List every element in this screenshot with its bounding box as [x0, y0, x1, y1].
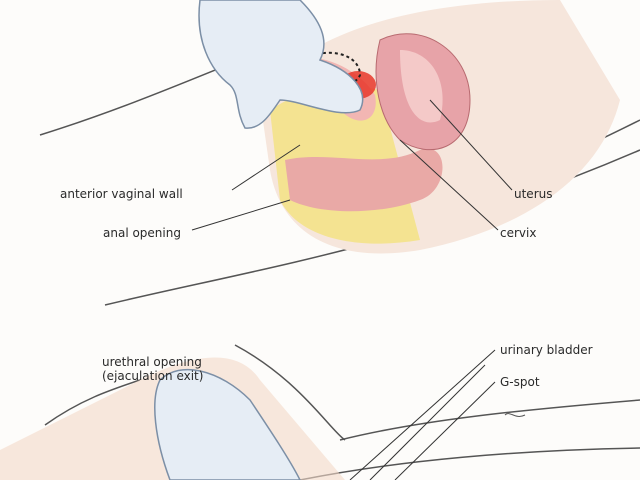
label-g-spot: G-spot — [500, 375, 540, 389]
rectum — [285, 148, 443, 212]
label-cervix: cervix — [500, 226, 537, 240]
label-uterus: uterus — [514, 187, 553, 201]
label-urethral-opening: urethral opening — [102, 355, 202, 369]
body-outline-bottom — [44, 344, 640, 480]
leader-lines-bottom — [349, 349, 496, 480]
leader-lines-top — [191, 99, 513, 231]
label-anterior-vaginal-wall: anterior vaginal wall — [60, 187, 183, 201]
gloved-hand-top — [198, 0, 364, 129]
label-anal-opening: anal opening — [103, 226, 181, 240]
label-urinary-bladder: urinary bladder — [500, 343, 593, 357]
uterus-inner — [400, 50, 443, 123]
crease — [504, 413, 526, 417]
gloved-hand-bottom — [154, 368, 301, 480]
label-ejaculation-exit: (ejaculation exit) — [102, 369, 204, 383]
